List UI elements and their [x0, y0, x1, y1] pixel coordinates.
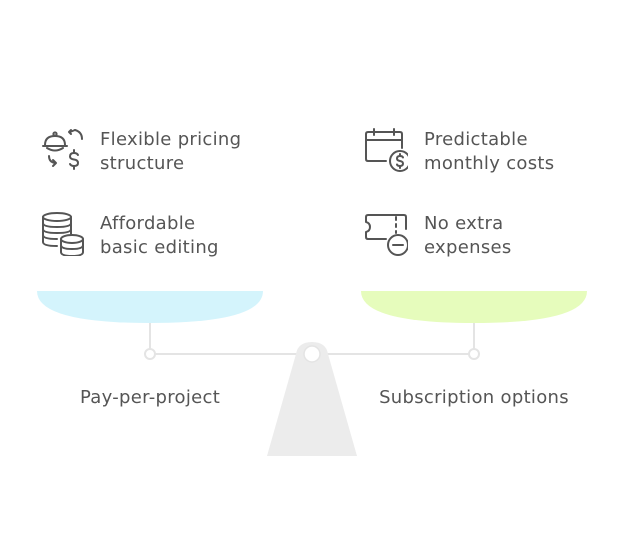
left-pan	[37, 291, 263, 323]
ticket-minus-icon	[364, 212, 408, 256]
right-side-label: Subscription options	[379, 387, 569, 408]
item-text: No extra expenses	[424, 213, 512, 258]
right-item-no-extra-expenses: No extra expenses	[364, 212, 584, 260]
scale-stand	[267, 342, 357, 456]
calendar-dollar-icon	[364, 128, 408, 172]
left-side-label: Pay-per-project	[79, 387, 221, 408]
left-item-flexible-pricing: Flexible pricing structure	[40, 128, 260, 176]
right-beam-joint	[468, 348, 480, 360]
right-pan	[361, 291, 587, 323]
item-text: Flexible pricing structure	[100, 129, 242, 174]
left-item-affordable-editing: Affordable basic editing	[40, 212, 260, 260]
item-text: Affordable basic editing	[100, 213, 219, 258]
cloche-exchange-icon	[40, 128, 84, 172]
coin-stack-icon	[40, 212, 84, 256]
stand-pivot	[303, 345, 321, 363]
item-text: Predictable monthly costs	[424, 129, 555, 174]
left-beam-joint	[144, 348, 156, 360]
right-item-predictable-costs: Predictable monthly costs	[364, 128, 584, 176]
